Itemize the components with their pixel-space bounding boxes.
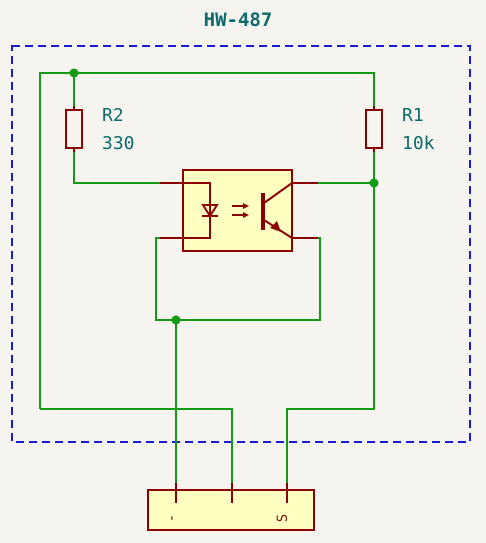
r1-value-label: 10k — [402, 133, 435, 154]
led-leads — [183, 182, 211, 239]
wire-net — [39, 72, 375, 493]
emitter-arrow-icon — [270, 221, 281, 232]
phototransistor-collector — [263, 182, 293, 204]
resistor-r1[interactable] — [365, 106, 383, 152]
pin-header-connector[interactable] — [147, 483, 315, 531]
wire-r2-to-led — [73, 150, 183, 184]
schematic-title: HW-487 — [204, 9, 273, 31]
r1-ref-label: R1 — [402, 105, 424, 126]
junction-dot — [69, 68, 79, 78]
wire-vcc — [40, 408, 233, 493]
r2-ref-label: R2 — [102, 105, 124, 126]
junction-dot — [171, 315, 181, 325]
light-arrows-icon — [232, 203, 249, 218]
optocoupler[interactable] — [182, 169, 293, 252]
resistor-r1-body — [365, 109, 383, 149]
r2-value-label: 330 — [102, 133, 135, 154]
resistor-r2[interactable] — [65, 106, 83, 152]
led-diode-icon — [201, 204, 219, 218]
resistor-r2-body — [65, 109, 83, 149]
connector-pin-3-label: S — [275, 514, 291, 522]
wire-signal — [286, 183, 375, 493]
wire-vcc-top — [39, 72, 375, 409]
module-frame — [11, 45, 471, 443]
junction-dot — [369, 178, 379, 188]
connector-pin-1-label: - — [164, 514, 180, 522]
